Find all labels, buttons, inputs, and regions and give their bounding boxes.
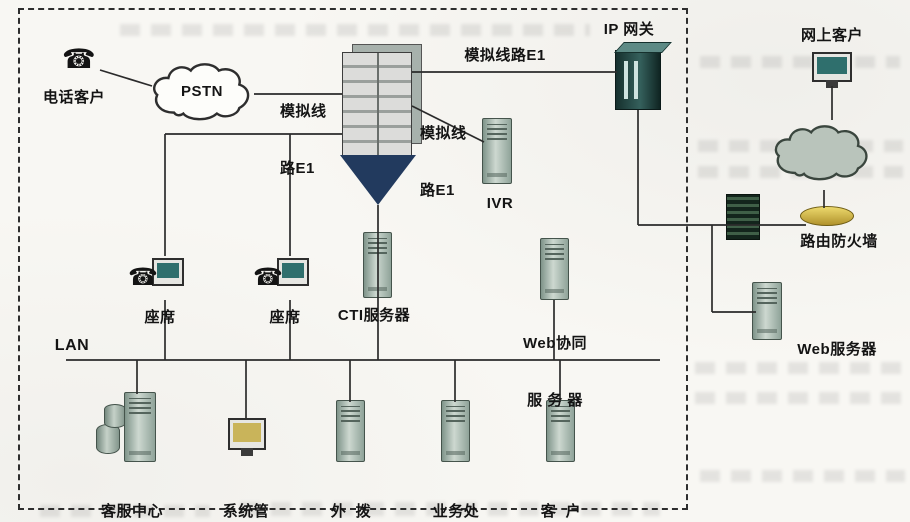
ivr-label: IVR — [486, 195, 514, 212]
business-system-label: 业务处 理系统 — [432, 503, 480, 520]
monitor-icon — [812, 52, 852, 88]
web-collab-server-icon — [540, 238, 569, 300]
web-server-icon — [752, 282, 782, 340]
customer-mgmt-icon — [546, 400, 575, 462]
funnel-icon — [340, 155, 416, 205]
agent-label: 座席 — [144, 309, 176, 326]
ip-gateway-label: IP 网关 — [603, 21, 655, 38]
pstn-label: PSTN — [180, 83, 223, 100]
system-boundary — [18, 8, 688, 510]
telephone-icon: ☎ — [253, 264, 283, 291]
lan-label: LAN — [54, 337, 90, 354]
database-server-icon — [124, 392, 156, 462]
router-icon — [800, 206, 854, 226]
business-system-icon — [441, 400, 470, 462]
cloud-icon — [153, 63, 250, 121]
outbound-label: 外 拨 服务器 — [330, 503, 372, 520]
cti-server-label: CTI服务器 — [337, 307, 411, 324]
monitor-icon — [152, 258, 184, 286]
ivr-server-icon — [482, 118, 512, 184]
cloud-icon — [774, 125, 868, 181]
bleed-artifact — [695, 362, 905, 374]
bleed-artifact — [120, 24, 590, 36]
web-collab-label: Web协同 服 务 器 — [523, 335, 587, 409]
telephone-icon: ☎ — [62, 44, 96, 74]
internet-cloud — [768, 116, 876, 192]
pbx-switch-icon — [342, 52, 412, 157]
database-label: 客服中心 数 据 库 — [100, 503, 163, 520]
router-firewall-label: 路由防火墙 — [800, 233, 878, 250]
firewall-icon — [726, 194, 760, 240]
bleed-artifact — [695, 392, 905, 404]
bleed-artifact — [700, 470, 905, 482]
e1-mid-label: 模拟线 路E1 — [420, 125, 467, 199]
online-customer-label: 网上客户 — [800, 27, 863, 44]
monitor-icon — [277, 258, 309, 286]
agent-label: 座席 — [269, 309, 301, 326]
sys-mgmt-label: 系统管 理维护 — [222, 503, 270, 520]
telephone-icon: ☎ — [128, 264, 158, 291]
e1-left-label: 模拟线 路E1 — [280, 103, 327, 177]
customer-mgmt-label: 客 户 管理台 — [540, 503, 582, 520]
phone-customer-label: 电话客户 — [42, 89, 105, 106]
pstn-cloud: PSTN — [146, 56, 258, 130]
sys-mgmt-monitor-icon — [228, 418, 266, 456]
ip-gateway-icon — [615, 50, 661, 110]
web-server-label: Web服务器 — [797, 341, 877, 358]
e1-top-label: 模拟线路E1 — [464, 47, 546, 64]
